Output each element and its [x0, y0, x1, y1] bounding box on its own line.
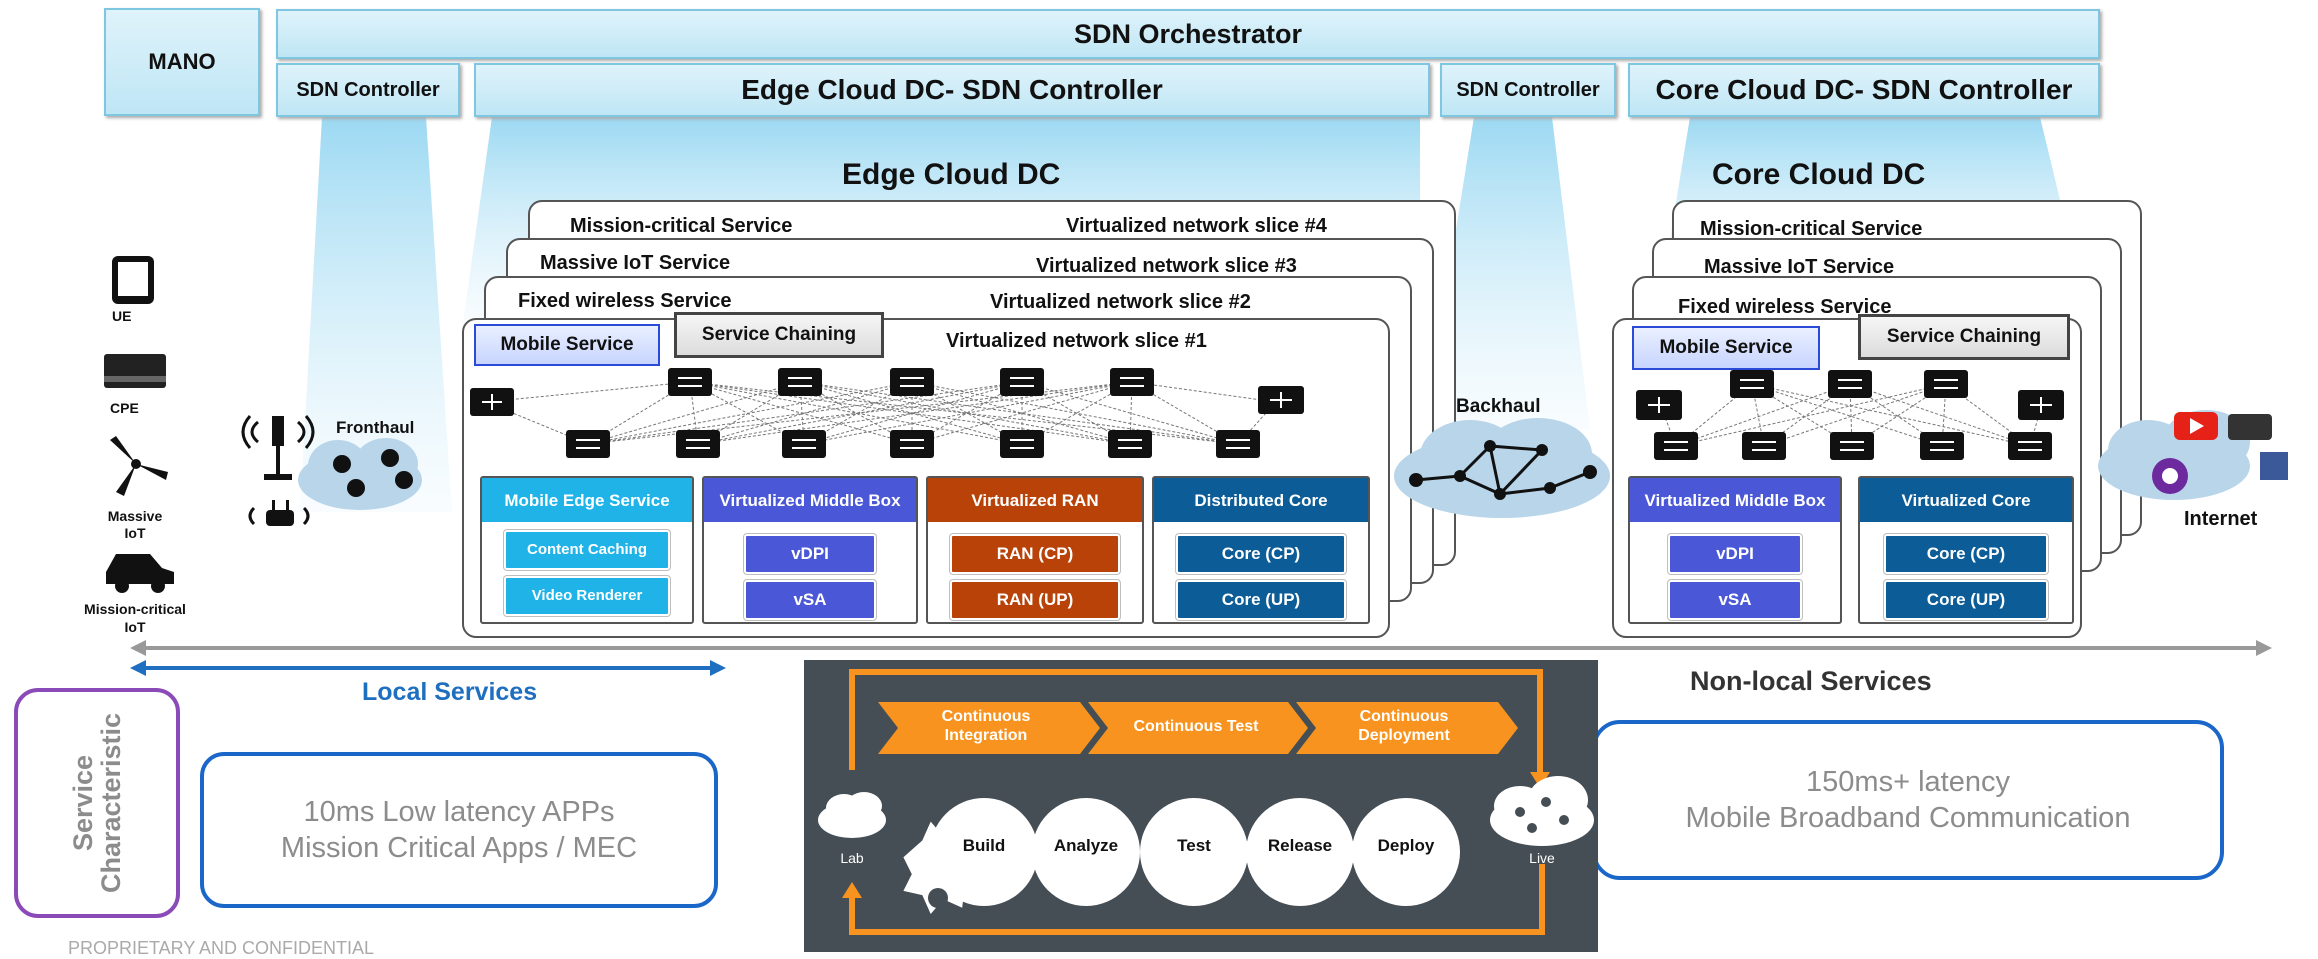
ran-up: RAN (UP) [950, 580, 1120, 620]
core-cp: Core (CP) [1884, 534, 2048, 574]
ran-cp: RAN (CP) [950, 534, 1120, 574]
core-service-chaining-tag: Service Chaining [1858, 314, 2070, 360]
edge-group-middle-box: Virtualized Middle Box vDPI vSA [702, 476, 918, 624]
edge-group-vran: Virtualized RAN RAN (CP) RAN (UP) [926, 476, 1144, 624]
edge-cloud-title: Edge Cloud DC [842, 158, 1061, 191]
ue-icon [112, 256, 154, 304]
edge-slice-4-service: Mission-critical Service [570, 215, 793, 237]
content-caching: Content Caching [504, 530, 670, 570]
pipeline-step-integration: Continuous Integration [941, 708, 1031, 744]
massive-iot-label: Massive IoT [107, 508, 163, 541]
vdpi: vDPI [744, 534, 876, 574]
antenna-icon [241, 415, 315, 526]
edge-slice-2-service: Fixed wireless Service [518, 290, 732, 312]
local-latency-box: 10ms Low latency APPs Mission Critical A… [200, 752, 718, 908]
core-up: Core (UP) [1884, 580, 2048, 620]
gear-analyze: Analyze [1053, 836, 1119, 855]
backhaul-cloud-icon [1394, 418, 1610, 518]
ue-label: UE [112, 308, 132, 324]
vsa: vSA [1668, 580, 1802, 620]
video-renderer: Video Renderer [504, 576, 670, 616]
gear-deploy: Deploy [1377, 836, 1435, 855]
sdn-controller-left: SDN Controller [276, 63, 460, 117]
fronthaul-cloud-icon [298, 438, 422, 510]
edge-sdn-controller: Edge Cloud DC- SDN Controller [474, 63, 1430, 117]
vsa: vSA [744, 580, 876, 620]
edge-slice-1-label: Virtualized network slice #1 [946, 330, 1207, 352]
internet-label: Internet [2184, 508, 2258, 530]
cpe-label: CPE [110, 400, 139, 416]
group-header: Virtualized Middle Box [1630, 478, 1840, 522]
pipeline-arrows [878, 702, 1518, 754]
live-label: Live [1529, 850, 1555, 866]
local-services-label: Local Services [362, 678, 538, 706]
edge-slice-4-label: Virtualized network slice #4 [1066, 215, 1327, 237]
edge-slice-3-service: Massive IoT Service [540, 252, 731, 274]
mission-critical-iot-label: Mission-critical IoT [84, 601, 186, 635]
edge-router-mesh [470, 368, 1304, 458]
sdn-orchestrator-box: SDN Orchestrator [276, 9, 2100, 59]
non-local-services-label: Non-local Services [1690, 666, 1932, 696]
backhaul-label: Backhaul [1456, 396, 1541, 417]
mano-box: MANO [104, 8, 260, 116]
edge-slice-2-label: Virtualized network slice #2 [990, 291, 1251, 313]
lab-cloud-icon [818, 792, 886, 838]
core-group-middle-box: Virtualized Middle Box vDPI vSA [1628, 476, 1842, 624]
core-slice-3-service: Massive IoT Service [1704, 256, 1895, 278]
pipeline-step-deployment: Continuous Deployment [1358, 708, 1450, 744]
fronthaul-label: Fronthaul [336, 418, 415, 437]
edge-group-distributed-core: Distributed Core Core (CP) Core (UP) [1152, 476, 1370, 624]
internet-cloud-icon [2098, 410, 2288, 500]
edge-slice-3-label: Virtualized network slice #3 [1036, 255, 1297, 277]
local-latency-line2: Mission Critical Apps / MEC [280, 832, 638, 864]
vdpi: vDPI [1668, 534, 1802, 574]
gear-release: Release [1267, 836, 1333, 855]
device-icons [104, 256, 174, 593]
core-cp: Core (CP) [1176, 534, 1346, 574]
gear-test: Test [1177, 836, 1211, 855]
group-header: Distributed Core [1154, 478, 1368, 522]
wind-turbine-icon [110, 436, 168, 496]
gear-group [930, 798, 1460, 906]
edge-mobile-service-tag: Mobile Service [474, 324, 660, 366]
service-characteristic-label: Service Characteristic [68, 712, 126, 894]
devops-loop [818, 669, 1594, 935]
group-header: Virtualized RAN [928, 478, 1142, 522]
local-latency-line1: 10ms Low latency APPs [303, 796, 615, 828]
cpe-icon [104, 354, 166, 388]
sdn-controller-mid: SDN Controller [1440, 63, 1616, 117]
core-sdn-controller: Core Cloud DC- SDN Controller [1628, 63, 2100, 117]
nonlocal-latency-line1: 150ms+ latency [1806, 766, 2010, 798]
gear-build: Build [962, 836, 1006, 855]
core-slice-2-service: Fixed wireless Service [1678, 296, 1892, 318]
car-icon [106, 554, 174, 593]
edge-service-chaining-tag: Service Chaining [674, 312, 884, 358]
core-up: Core (UP) [1176, 580, 1346, 620]
core-slice-4-service: Mission-critical Service [1700, 218, 1923, 240]
edge-group-mobile-edge: Mobile Edge Service Content Caching Vide… [480, 476, 694, 624]
group-header: Virtualized Core [1860, 478, 2072, 522]
nonlocal-latency-line2: Mobile Broadband Communication [1685, 802, 2131, 834]
service-characteristic-box: Service Characteristic [14, 688, 180, 918]
lab-label: Lab [840, 850, 864, 866]
core-cloud-title: Core Cloud DC [1712, 158, 1926, 191]
nonlocal-latency-box: 150ms+ latency Mobile Broadband Communic… [1592, 720, 2224, 880]
core-mobile-service-tag: Mobile Service [1632, 326, 1820, 370]
pipeline-step-test: Continuous Test [1133, 717, 1259, 735]
core-router-mesh [1636, 370, 2064, 460]
group-header: Virtualized Middle Box [704, 478, 916, 522]
live-cloud-icon [1490, 776, 1594, 846]
core-group-virtualized-core: Virtualized Core Core (CP) Core (UP) [1858, 476, 2074, 624]
footer-text: PROPRIETARY AND CONFIDENTIAL [68, 938, 375, 958]
group-header: Mobile Edge Service [482, 478, 692, 522]
